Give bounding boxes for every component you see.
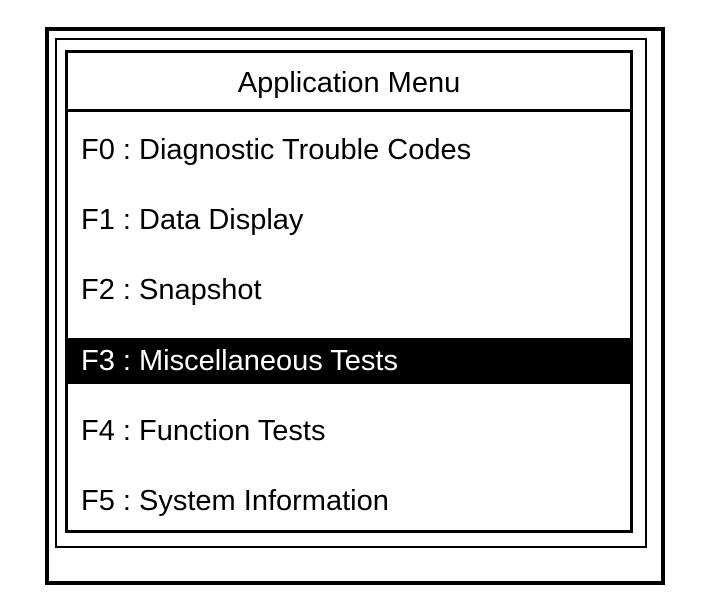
menu-item-f5[interactable]: F5 : System Information — [68, 463, 630, 533]
menu-item-f3[interactable]: F3 : Miscellaneous Tests — [68, 323, 630, 393]
menu-item-label: F4 : Function Tests — [81, 414, 326, 447]
menu-item-f1[interactable]: F1 : Data Display — [68, 182, 630, 252]
menu-item-label: F2 : Snapshot — [81, 274, 262, 307]
application-menu-panel: Application Menu F0 : Diagnostic Trouble… — [65, 50, 633, 533]
menu-item-label: F1 : Data Display — [81, 203, 304, 236]
menu-item-label: F0 : Diagnostic Trouble Codes — [81, 133, 472, 166]
menu-title: Application Menu — [68, 53, 630, 112]
menu-item-f0[interactable]: F0 : Diagnostic Trouble Codes — [68, 112, 630, 182]
menu-list: F0 : Diagnostic Trouble Codes F1 : Data … — [68, 112, 630, 534]
selection-highlight: F3 : Miscellaneous Tests — [68, 338, 630, 385]
menu-item-label: F5 : System Information — [81, 485, 389, 518]
menu-item-f4[interactable]: F4 : Function Tests — [68, 393, 630, 463]
menu-item-label: F3 : Miscellaneous Tests — [81, 344, 398, 377]
menu-item-f2[interactable]: F2 : Snapshot — [68, 253, 630, 323]
